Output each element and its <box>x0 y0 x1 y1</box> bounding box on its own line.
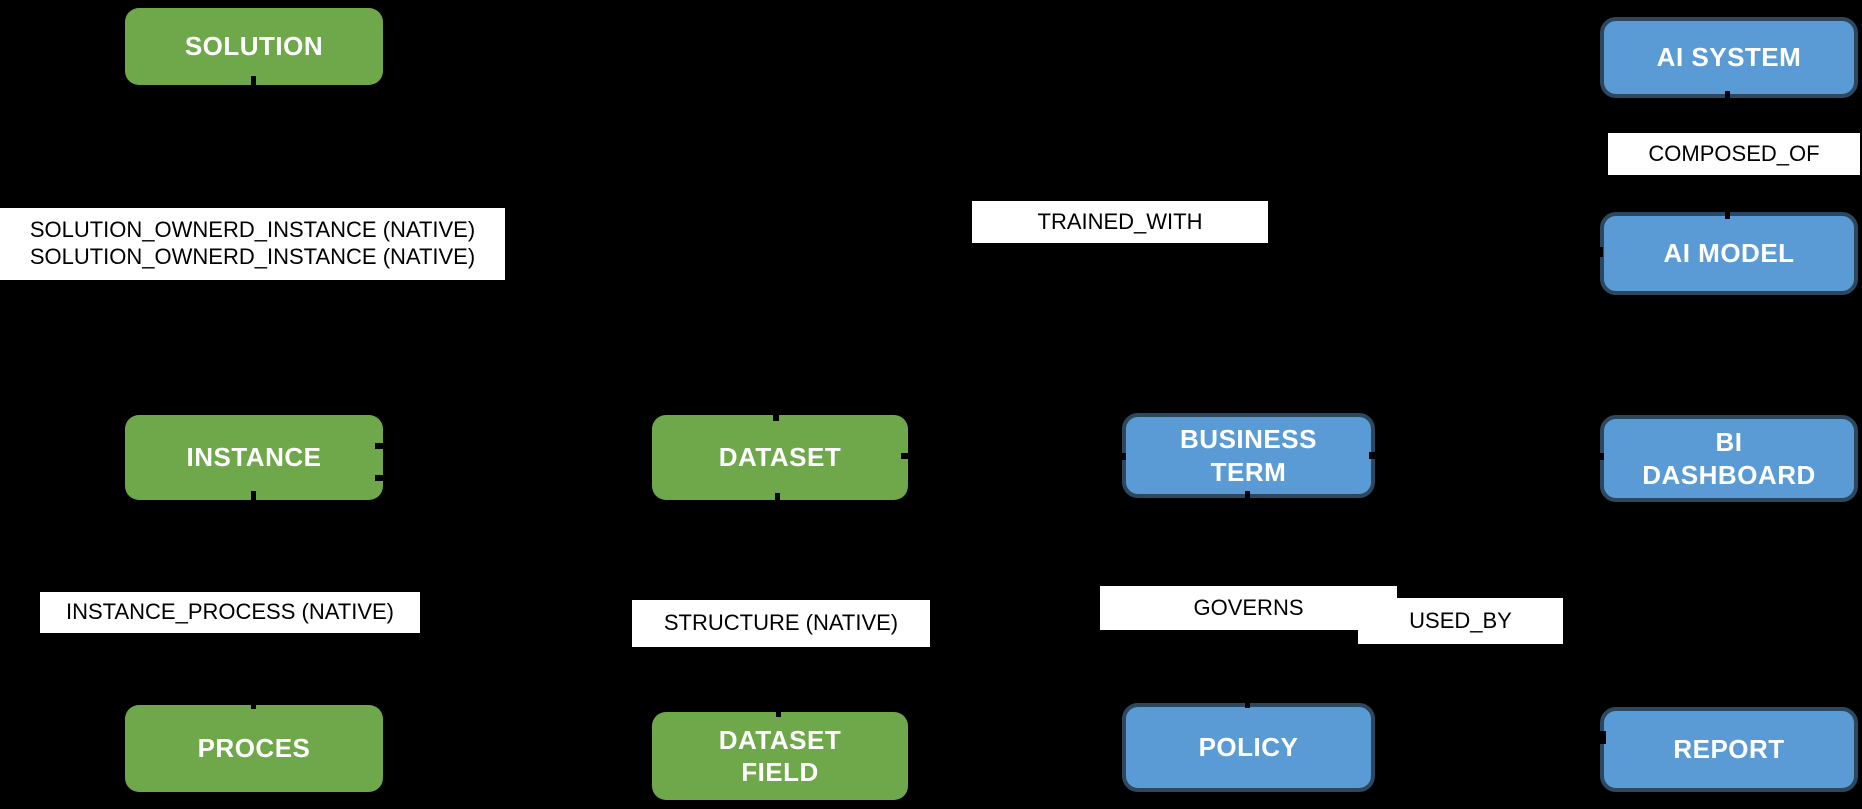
connector-stub <box>1725 211 1730 219</box>
connector-stub <box>1119 453 1126 460</box>
edge-label-used-by-text: USED_BY <box>1409 607 1512 633</box>
node-dataset-label: DATASET <box>718 442 842 473</box>
edge-label-structure[interactable]: STRUCTURE (NATIVE) <box>632 600 930 647</box>
node-policy[interactable]: POLICY <box>1122 703 1375 792</box>
node-business-term-label: BUSINESS TERM <box>1180 424 1317 487</box>
connector-stub <box>776 709 781 717</box>
edge-label-used-by[interactable]: USED_BY <box>1358 598 1563 644</box>
connector-stub <box>251 701 256 709</box>
connector-stub <box>375 475 384 481</box>
node-proces[interactable]: PROCES <box>125 705 383 792</box>
node-policy-label: POLICY <box>1198 732 1299 763</box>
connector-stub <box>375 443 384 449</box>
node-solution-label: SOLUTION <box>184 31 324 62</box>
node-ai-system[interactable]: AI SYSTEM <box>1600 17 1858 98</box>
node-solution[interactable]: SOLUTION <box>125 8 383 85</box>
connector-stub <box>901 453 909 459</box>
connector-stub <box>1245 491 1250 499</box>
node-proces-label: PROCES <box>197 733 311 764</box>
node-ai-model-label: AI MODEL <box>1663 238 1795 269</box>
edge-label-solution-owned-instance[interactable]: SOLUTION_OWNERD_INSTANCE (NATIVE) SOLUTI… <box>0 208 505 280</box>
connector-stub <box>775 493 780 500</box>
node-report-label: REPORT <box>1673 734 1785 765</box>
edge-label-instance-process[interactable]: INSTANCE_PROCESS (NATIVE) <box>40 592 420 633</box>
edge-label-governs[interactable]: GOVERNS <box>1100 586 1397 630</box>
edge-label-trained-with[interactable]: TRAINED_WITH <box>972 201 1268 243</box>
connector-arrowhead <box>1597 731 1606 744</box>
edge-label-composed-of-text: COMPOSED_OF <box>1648 140 1820 166</box>
node-bi-dashboard-label: BI DASHBOARD <box>1642 427 1816 490</box>
node-report[interactable]: REPORT <box>1600 707 1858 792</box>
node-bi-dashboard[interactable]: BI DASHBOARD <box>1600 415 1858 502</box>
node-dataset[interactable]: DATASET <box>652 415 908 500</box>
connector-stub <box>251 76 256 86</box>
connector-stub <box>773 415 779 421</box>
connector-stub <box>1245 700 1250 708</box>
edge-label-solution-owned-instance-text: SOLUTION_OWNERD_INSTANCE (NATIVE) SOLUTI… <box>29 217 476 269</box>
connector-stub <box>1597 247 1603 257</box>
node-instance-label: INSTANCE <box>186 442 322 473</box>
node-dataset-field-label: DATASET FIELD <box>718 724 842 788</box>
connector-stub <box>251 491 256 500</box>
connector-stub <box>1369 452 1376 459</box>
edge-label-trained-with-text: TRAINED_WITH <box>1037 208 1203 234</box>
connector-stub <box>1725 91 1730 99</box>
edge-label-structure-text: STRUCTURE (NATIVE) <box>663 610 899 636</box>
edge-label-governs-text: GOVERNS <box>1193 594 1304 620</box>
node-ai-model[interactable]: AI MODEL <box>1600 212 1858 295</box>
edge-label-instance-process-text: INSTANCE_PROCESS (NATIVE) <box>65 599 394 625</box>
node-dataset-field[interactable]: DATASET FIELD <box>652 712 908 800</box>
node-instance[interactable]: INSTANCE <box>125 415 383 500</box>
connector-stub <box>1597 453 1604 460</box>
node-business-term[interactable]: BUSINESS TERM <box>1122 413 1375 498</box>
node-ai-system-label: AI SYSTEM <box>1656 42 1802 73</box>
edge-label-composed-of[interactable]: COMPOSED_OF <box>1608 133 1860 175</box>
